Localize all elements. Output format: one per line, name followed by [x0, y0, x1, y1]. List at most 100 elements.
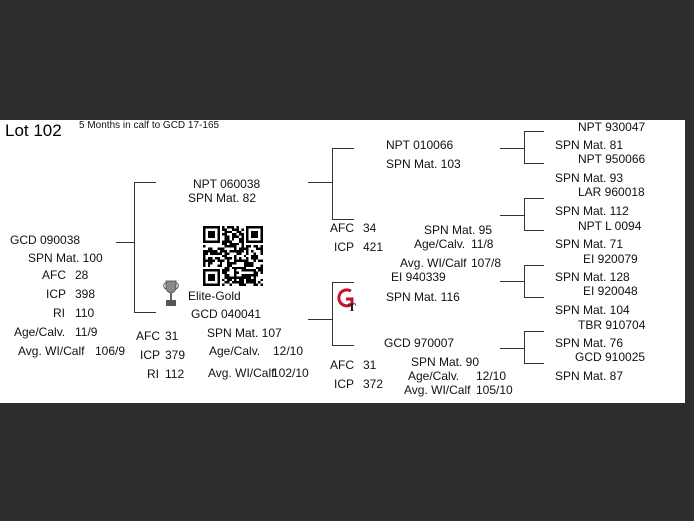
subject-ri-label: RI [53, 306, 65, 320]
gt-logo-icon: T [337, 288, 356, 313]
ds-spn: SPN Mat. 116 [386, 290, 460, 304]
dd-agecalv-value: 12/10 [476, 369, 507, 383]
dam-icp-value: 379 [165, 348, 186, 362]
dd-icp-value: 372 [363, 377, 384, 391]
dd-agecalv-label: Age/Calv. [408, 369, 460, 383]
sd-afc-value: 34 [363, 221, 377, 235]
bracket-line [524, 131, 525, 163]
dam-avgwi-label: Avg. WI/Calf [208, 366, 275, 380]
dd-afc-value: 31 [363, 358, 377, 372]
subject-id: GCD 090038 [10, 233, 81, 247]
ggp-7-spn: SPN Mat. 76 [555, 336, 624, 350]
ds-id: EI 940339 [391, 270, 446, 284]
bracket-line [332, 148, 354, 149]
bracket-line [500, 348, 524, 349]
subject-ri-value: 110 [75, 306, 95, 320]
ggp-4-id: NPT L 0094 [578, 219, 642, 233]
ggp-5-spn: SPN Mat. 128 [555, 270, 630, 284]
bracket-line [524, 363, 544, 364]
sd-icp-label: ICP [334, 240, 355, 254]
trophy-icon [163, 280, 179, 306]
dam-spn: SPN Mat. 107 [207, 326, 282, 340]
dd-icp-label: ICP [334, 377, 355, 391]
pedigree-card: Lot 102 5 Months in calf to GCD 17-165 G… [0, 120, 685, 403]
ggp-8-id: GCD 910025 [575, 350, 646, 364]
lot-note: 5 Months in calf to GCD 17-165 [79, 120, 220, 131]
bracket-line [524, 131, 544, 132]
bracket-line [524, 265, 525, 297]
dam-ri-value: 112 [165, 367, 185, 381]
dam-id: GCD 040041 [191, 307, 262, 321]
bracket-line [332, 148, 333, 219]
ggp-1-id: NPT 930047 [578, 120, 646, 134]
dam-afc-label: AFC [136, 329, 160, 343]
dam-agecalv-label: Age/Calv. [209, 344, 261, 358]
ggp-5-id: EI 920079 [583, 252, 638, 266]
badge-label: Elite-Gold [188, 289, 241, 303]
bracket-line [332, 282, 333, 345]
subject-avgwi-label: Avg. WI/Calf [18, 344, 85, 358]
bracket-line [308, 182, 332, 183]
dd-id: GCD 970007 [384, 336, 455, 350]
bracket-line [134, 182, 135, 312]
subject-afc-label: AFC [42, 268, 66, 282]
ggp-1-spn: SPN Mat. 81 [555, 138, 624, 152]
ggp-3-id: LAR 960018 [578, 185, 645, 199]
qr-code-icon[interactable] [203, 226, 263, 286]
ggp-2-id: NPT 950066 [578, 152, 646, 166]
bracket-line [332, 219, 354, 220]
bracket-line [308, 319, 332, 320]
subject-icp-value: 398 [75, 287, 96, 301]
bracket-line [500, 281, 524, 282]
dam-agecalv-value: 12/10 [273, 344, 304, 358]
ggp-4-spn: SPN Mat. 71 [555, 237, 624, 251]
bracket-line [116, 242, 134, 243]
dam-afc-value: 31 [165, 329, 179, 343]
bracket-line [524, 297, 544, 298]
ggp-6-spn: SPN Mat. 104 [555, 303, 630, 317]
bracket-line [500, 215, 524, 216]
bracket-line [524, 265, 544, 266]
dd-spn: SPN Mat. 90 [411, 355, 480, 369]
sd-icp-value: 421 [363, 240, 384, 254]
ggp-2-spn: SPN Mat. 93 [555, 171, 624, 185]
dam-avgwi-value: 102/10 [272, 366, 309, 380]
sire-id: NPT 060038 [193, 177, 261, 191]
subject-spn: SPN Mat. 100 [28, 251, 103, 265]
bracket-line [524, 230, 544, 231]
ggp-8-spn: SPN Mat. 87 [555, 369, 624, 383]
bracket-line [524, 331, 525, 363]
bracket-line [524, 163, 544, 164]
bracket-line [134, 312, 156, 313]
bracket-line [134, 182, 156, 183]
ggp-6-id: EI 920048 [583, 284, 638, 298]
ss-spn: SPN Mat. 103 [386, 157, 461, 171]
bracket-line [524, 198, 525, 230]
sire-spn: SPN Mat. 82 [188, 191, 257, 205]
dd-avgwi-label: Avg. WI/Calf [404, 383, 471, 397]
dd-avgwi-value: 105/10 [476, 383, 513, 397]
subject-agecalv-value: 11/9 [75, 325, 98, 339]
sd-agecalv-label: Age/Calv. [414, 237, 466, 251]
bracket-line [332, 282, 354, 283]
bracket-line [524, 198, 544, 199]
sd-agecalv-value: 11/8 [471, 237, 494, 251]
lot-title: Lot 102 [5, 121, 62, 140]
bracket-line [332, 345, 354, 346]
subject-icp-label: ICP [46, 287, 67, 301]
sd-afc-label: AFC [330, 221, 354, 235]
dam-ri-label: RI [147, 367, 159, 381]
svg-text:T: T [348, 300, 356, 313]
sd-avgwi-value: 107/8 [471, 256, 502, 270]
ggp-7-id: TBR 910704 [578, 318, 646, 332]
ggp-3-spn: SPN Mat. 112 [555, 204, 629, 218]
dd-afc-label: AFC [330, 358, 354, 372]
bracket-line [500, 148, 524, 149]
dam-icp-label: ICP [140, 348, 161, 362]
subject-agecalv-label: Age/Calv. [14, 325, 66, 339]
sd-spn: SPN Mat. 95 [424, 223, 493, 237]
subject-avgwi-value: 106/9 [95, 344, 126, 358]
subject-afc-value: 28 [75, 268, 89, 282]
bracket-line [524, 331, 544, 332]
sd-avgwi-label: Avg. WI/Calf [400, 256, 467, 270]
